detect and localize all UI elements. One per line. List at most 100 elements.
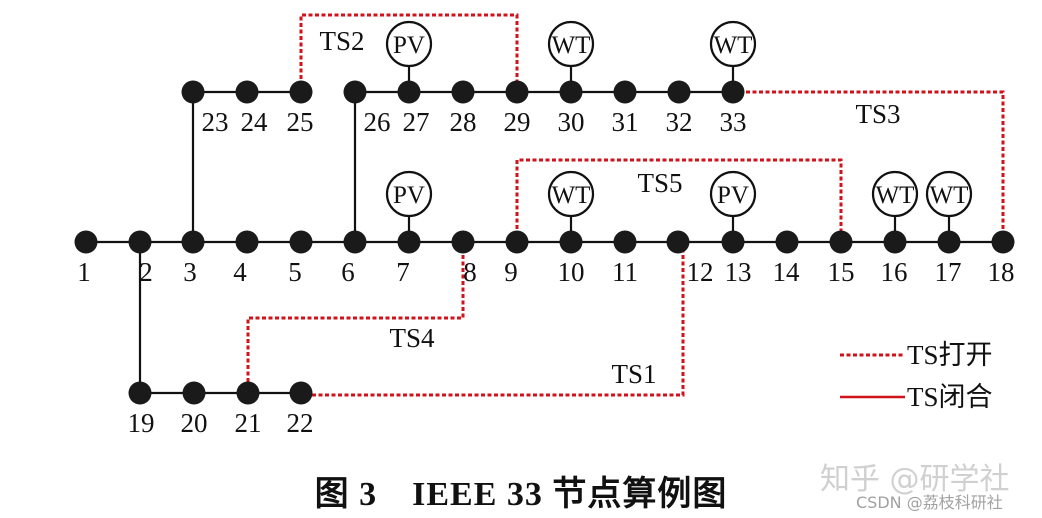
- tie-switch-ts5[interactable]: [515, 158, 843, 242]
- generator-type-label: WT: [552, 182, 591, 209]
- bus-node-dot[interactable]: [559, 230, 583, 254]
- bus-node-12[interactable]: 12: [666, 230, 714, 288]
- bus-node-label: 3: [183, 257, 197, 287]
- bus-node-dot[interactable]: [883, 230, 907, 254]
- bus-node-label: 5: [288, 257, 302, 287]
- bus-node-14[interactable]: 14: [773, 230, 801, 288]
- bus-node-29[interactable]: 29: [504, 80, 531, 138]
- bus-node-label: 22: [287, 408, 314, 438]
- bus-node-label: 9: [504, 257, 518, 287]
- bus-node-dot[interactable]: [397, 230, 421, 254]
- bus-node-2[interactable]: 2: [128, 230, 153, 288]
- bus-node-21[interactable]: 21: [235, 381, 262, 439]
- wind-turbine-icon: [925, 170, 973, 218]
- bus-node-9[interactable]: 9: [504, 230, 529, 288]
- bus-node-27[interactable]: 27: [397, 80, 430, 138]
- bus-node-23[interactable]: 23: [181, 80, 229, 138]
- bus-node-30[interactable]: 30: [558, 80, 585, 138]
- tie-switch-ts3[interactable]: [733, 90, 1005, 242]
- generator-type-label: PV: [393, 182, 425, 209]
- bus-node-13[interactable]: 13: [721, 230, 752, 288]
- bus-node-7[interactable]: 7: [396, 230, 421, 288]
- pv-icon: [385, 170, 433, 218]
- bus-node-16[interactable]: 16: [881, 230, 908, 288]
- bus-node-dot[interactable]: [721, 230, 745, 254]
- bus-node-label: 26: [364, 107, 391, 137]
- bus-node-label: 31: [612, 107, 639, 137]
- bus-node-dot[interactable]: [666, 230, 690, 254]
- bus-node-dot[interactable]: [721, 80, 745, 104]
- bus-node-dot[interactable]: [829, 230, 853, 254]
- bus-node-28[interactable]: 28: [450, 80, 477, 138]
- tie-switch-ts4[interactable]: [246, 242, 465, 393]
- bus-node-label: 1: [77, 257, 91, 287]
- bus-node-dot[interactable]: [667, 80, 691, 104]
- bus-node-18[interactable]: 18: [988, 230, 1015, 288]
- bus-node-dot[interactable]: [451, 230, 475, 254]
- wt-generator-17: WT: [925, 170, 973, 218]
- bus-node-5[interactable]: 5: [288, 230, 313, 288]
- bus-node-32[interactable]: 32: [666, 80, 693, 138]
- bus-node-dot[interactable]: [236, 381, 260, 405]
- bus-node-label: 21: [235, 408, 262, 438]
- bus-node-dot[interactable]: [74, 230, 98, 254]
- bus-node-dot[interactable]: [613, 80, 637, 104]
- bus-node-dot[interactable]: [613, 230, 637, 254]
- bus-node-dot[interactable]: [343, 230, 367, 254]
- bus-node-label: 33: [720, 107, 747, 137]
- bus-node-dot[interactable]: [181, 80, 205, 104]
- bus-node-dot[interactable]: [181, 230, 205, 254]
- bus-node-25[interactable]: 25: [287, 80, 314, 138]
- wind-turbine-icon: [709, 20, 757, 68]
- figure-caption: 图 3 IEEE 33 节点算例图: [314, 476, 728, 513]
- bus-node-label: 12: [687, 257, 714, 287]
- bus-node-22[interactable]: 22: [287, 381, 314, 439]
- bus-node-dot[interactable]: [289, 80, 313, 104]
- bus-node-label: 14: [773, 257, 801, 287]
- bus-node-dot[interactable]: [128, 381, 152, 405]
- bus-node-11[interactable]: 11: [612, 230, 638, 288]
- bus-node-dot[interactable]: [775, 230, 799, 254]
- bus-node-label: 16: [881, 257, 908, 287]
- bus-node-dot[interactable]: [289, 230, 313, 254]
- bus-node-17[interactable]: 17: [935, 230, 962, 288]
- bus-node-24[interactable]: 24: [235, 80, 269, 138]
- bus-node-label: 4: [233, 257, 247, 287]
- bus-node-dot[interactable]: [937, 230, 961, 254]
- bus-node-19[interactable]: 19: [128, 381, 155, 439]
- bus-node-dot[interactable]: [128, 230, 152, 254]
- bus-node-10[interactable]: 10: [558, 230, 585, 288]
- bus-node-6[interactable]: 6: [341, 230, 367, 288]
- bus-node-label: 11: [612, 257, 638, 287]
- bus-node-8[interactable]: 8: [451, 230, 477, 288]
- bus-node-33[interactable]: 33: [720, 80, 747, 138]
- bus-node-dot[interactable]: [289, 381, 313, 405]
- bus-node-label: 32: [666, 107, 693, 137]
- bus-node-dot[interactable]: [235, 80, 259, 104]
- generator-type-label: PV: [717, 182, 749, 209]
- bus-node-4[interactable]: 4: [233, 230, 259, 288]
- bus-node-20[interactable]: 20: [181, 381, 208, 439]
- bus-node-3[interactable]: 3: [181, 230, 205, 288]
- bus-node-1[interactable]: 1: [74, 230, 98, 288]
- bus-node-dot[interactable]: [343, 80, 367, 104]
- bus-node-dot[interactable]: [182, 381, 206, 405]
- bus-node-dot[interactable]: [451, 80, 475, 104]
- bus-node-label: 28: [450, 107, 477, 137]
- bus-node-label: 6: [341, 257, 355, 287]
- bus-node-label: 30: [558, 107, 585, 137]
- bus-node-15[interactable]: 15: [828, 230, 855, 288]
- bus-node-dot[interactable]: [559, 80, 583, 104]
- tie-switch-ts1[interactable]: [301, 242, 685, 397]
- bus-node-31[interactable]: 31: [612, 80, 639, 138]
- bus-node-26[interactable]: 26: [343, 80, 391, 138]
- bus-node-dot[interactable]: [505, 230, 529, 254]
- pv-generator-27: PV: [385, 20, 433, 68]
- bus-node-dot[interactable]: [235, 230, 259, 254]
- bus-node-dot[interactable]: [991, 230, 1015, 254]
- bus-node-dot[interactable]: [397, 80, 421, 104]
- bus-node-dot[interactable]: [505, 80, 529, 104]
- tie-switch-ts2[interactable]: [299, 13, 519, 92]
